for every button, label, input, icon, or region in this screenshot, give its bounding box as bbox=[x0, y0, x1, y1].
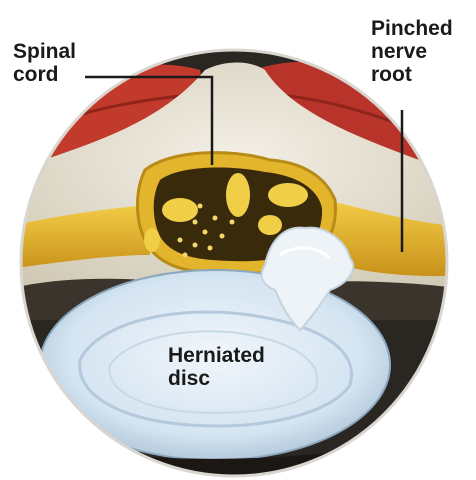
herniated-disc-label: Herniated disc bbox=[168, 344, 265, 390]
spinal-cord-label: Spinal cord bbox=[13, 40, 76, 86]
pinched-nerve-root-label: Pinched nerve root bbox=[371, 17, 453, 86]
